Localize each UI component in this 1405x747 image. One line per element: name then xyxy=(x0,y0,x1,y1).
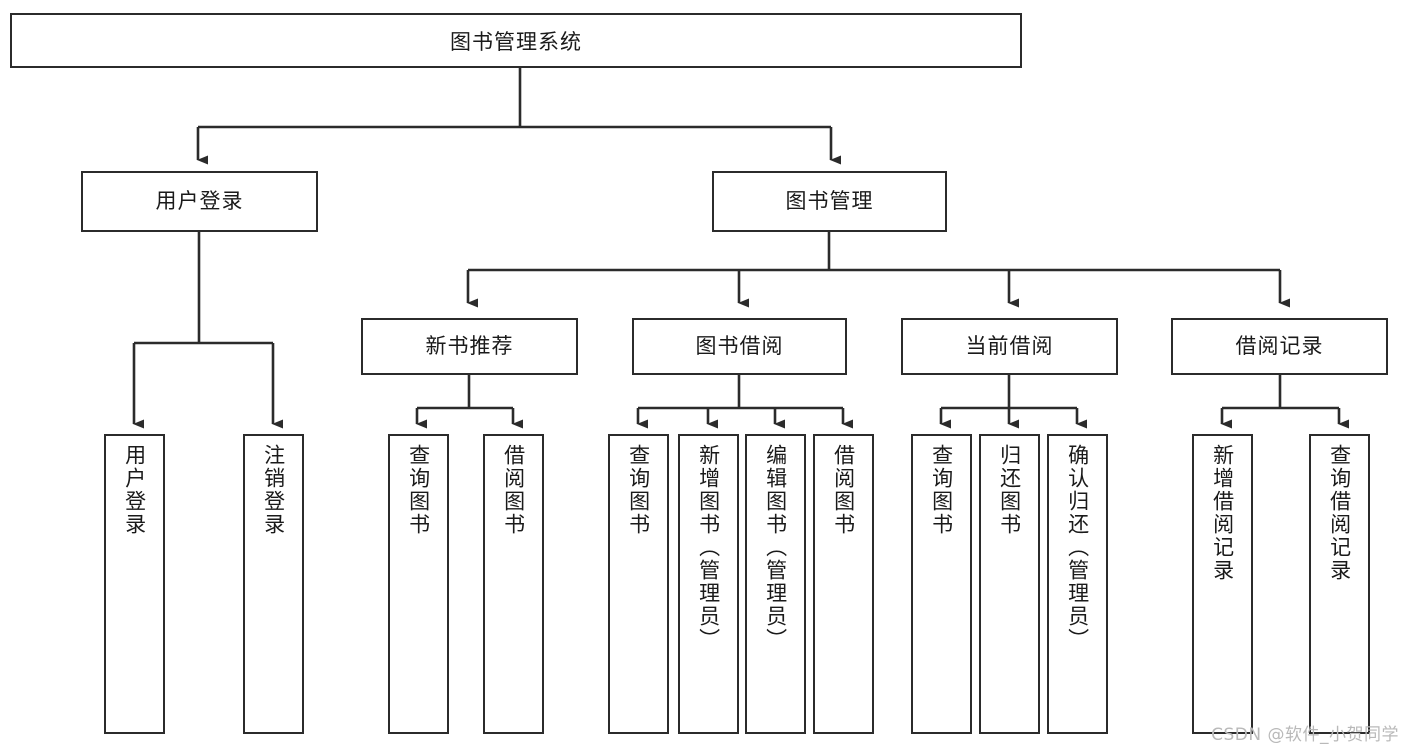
node-label: 借阅图书 xyxy=(831,444,856,536)
node-label: 编辑图书（管理员） xyxy=(763,444,788,651)
node-label: 新书推荐 xyxy=(425,334,514,359)
node-label: 确认归还（管理员） xyxy=(1065,444,1090,651)
leaf-book-borrow-add[interactable]: 新增图书（管理员） xyxy=(678,434,739,734)
leaf-book-borrow-borrow[interactable]: 借阅图书 xyxy=(813,434,874,734)
leaf-current-borrow-query[interactable]: 查询图书 xyxy=(911,434,972,734)
watermark-text: CSDN @软件_小贺同学 xyxy=(1211,725,1399,745)
node-label: 查询图书 xyxy=(929,444,954,536)
node-borrow-records[interactable]: 借阅记录 xyxy=(1171,318,1388,375)
node-label: 归还图书 xyxy=(997,444,1022,536)
leaf-new-book-query[interactable]: 查询图书 xyxy=(388,434,449,734)
node-book-management[interactable]: 图书管理 xyxy=(712,171,947,232)
leaf-book-borrow-edit[interactable]: 编辑图书（管理员） xyxy=(745,434,806,734)
node-label: 当前借阅 xyxy=(965,334,1054,359)
node-label: 图书管理系统 xyxy=(450,29,582,54)
leaf-current-borrow-confirm-return[interactable]: 确认归还（管理员） xyxy=(1047,434,1108,734)
leaf-book-borrow-query[interactable]: 查询图书 xyxy=(608,434,669,734)
node-label: 新增图书（管理员） xyxy=(696,444,721,651)
leaf-borrow-record-add[interactable]: 新增借阅记录 xyxy=(1192,434,1253,734)
node-book-borrow[interactable]: 图书借阅 xyxy=(632,318,847,375)
leaf-user-login-login[interactable]: 用户登录 xyxy=(104,434,165,734)
node-label: 用户登录 xyxy=(155,189,244,214)
node-label: 图书管理 xyxy=(785,189,874,214)
node-label: 用户登录 xyxy=(122,444,147,536)
node-root-library-system[interactable]: 图书管理系统 xyxy=(10,13,1022,68)
node-label: 借阅记录 xyxy=(1235,334,1324,359)
node-label: 查询图书 xyxy=(406,444,431,536)
leaf-borrow-record-query[interactable]: 查询借阅记录 xyxy=(1309,434,1370,734)
node-new-book-recommend[interactable]: 新书推荐 xyxy=(361,318,578,375)
leaf-current-borrow-return[interactable]: 归还图书 xyxy=(979,434,1040,734)
node-label: 图书借阅 xyxy=(695,334,784,359)
leaf-user-login-logout[interactable]: 注销登录 xyxy=(243,434,304,734)
node-label: 查询图书 xyxy=(626,444,651,536)
leaf-new-book-borrow[interactable]: 借阅图书 xyxy=(483,434,544,734)
node-user-login[interactable]: 用户登录 xyxy=(81,171,318,232)
node-label: 新增借阅记录 xyxy=(1210,444,1235,582)
node-label: 借阅图书 xyxy=(501,444,526,536)
node-label: 查询借阅记录 xyxy=(1327,444,1352,582)
node-current-borrow[interactable]: 当前借阅 xyxy=(901,318,1118,375)
node-label: 注销登录 xyxy=(261,444,286,536)
